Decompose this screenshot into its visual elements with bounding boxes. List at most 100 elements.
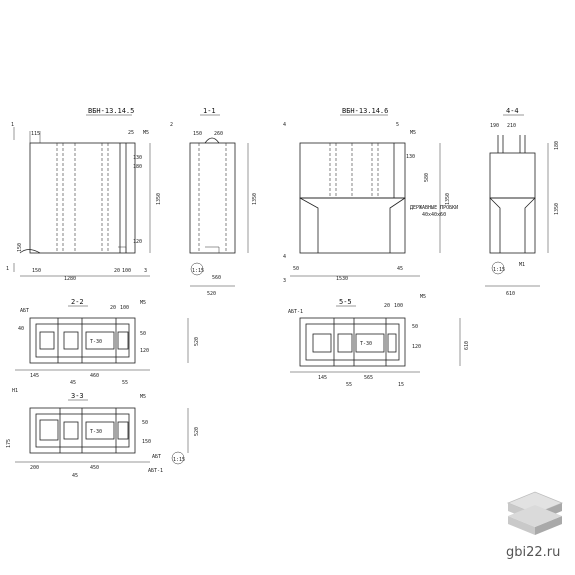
front-top-6 [299,142,406,199]
title-vbn-13-14-5: ВБН-13.14.5 [88,107,134,115]
plan-outline-22 [29,317,136,364]
dim-40-22: 40 [18,326,24,332]
holder-label-2: 40х40х60 [422,212,446,218]
dim-1350-d: 1350 [554,203,560,215]
mark-abt1-55: АБТ-1 [288,309,303,315]
title-vbn-13-14-6: ВБН-13.14.6 [342,107,388,115]
dim-1530: 1530 [336,276,348,282]
view-vbn-13-14-6: ВБН-13.14.6 4 5 М5 130 580 1350 ДЕРЖАВНЫ… [283,107,458,284]
side-bottom-6 [489,197,536,254]
dim-580: 580 [424,173,430,182]
side-body-5 [189,142,236,254]
view-vbn-13-14-5: ВБН-13.14.5 1 1 115 25 М5 130 180 1350 1… [6,107,173,282]
mark-t30-22: Т-30 [90,339,102,345]
cut2-label: 2 [170,122,173,128]
dim-150-33: 150 [142,439,151,445]
front-bottom-6 [299,197,406,254]
dim-45-33: 45 [72,473,78,479]
dim-150-c: 150 [193,131,202,137]
dim-45-22: 45 [70,380,76,386]
dim-145-55: 145 [318,375,327,381]
section-2-2: 2-2 АБТ М5 20 100 Т-30 40 520 50 120 145… [15,298,200,386]
section-3-3: 3-3 Н1 М5 Т-30 175 520 50 150 1:15 АБТ 2… [6,388,200,479]
title-1-1: 1-1 [203,107,216,115]
slope-1-15-c: 1:15 [173,457,185,463]
dim-1350-b: 1350 [252,193,258,205]
dim-115: 115 [31,131,40,137]
dim-1350-a: 1350 [156,193,162,205]
dim-100: 100 [122,268,131,274]
cut4-label-bottom: 4 [283,254,286,260]
front-body-5 [29,142,136,254]
dim-520-b: 520 [194,337,200,346]
cut4-label-top: 4 [283,122,286,128]
dim-100-55: 100 [394,303,403,309]
dim-460: 460 [90,373,99,379]
dim-210: 210 [507,123,516,129]
dim-520-c: 520 [194,427,200,436]
dim-130-b: 130 [406,154,415,160]
cut3-label-front: 3 [144,268,147,274]
cut1-label-top: 1 [11,122,14,128]
dim-150-a: 150 [17,243,23,252]
cut1-label-bottom: 1 [6,266,9,272]
mark-abt1-33: АБТ-1 [148,468,163,474]
dim-200-33: 200 [30,465,39,471]
dim-1280: 1280 [64,276,76,282]
dim-120: 120 [133,239,142,245]
dim-20-55: 20 [384,303,390,309]
slope-symbol-1 [190,262,204,276]
holder-label-1: ДЕРЖАВНЫЕ ПРОБКИ [410,205,458,211]
dim-20: 20 [114,268,120,274]
dim-50: 50 [293,266,299,272]
dim-260: 260 [214,131,223,137]
brand-logo: gbi22.ru [506,491,564,560]
section-1-1: 1-1 150 260 1350 1:15 560 520 [189,107,258,297]
plan-outline-55 [299,317,406,367]
slope-symbol-3 [171,451,185,465]
logo-layer-bottom-top [508,505,562,527]
title-3-3: 3-3 [71,392,84,400]
cut3-label-6: 3 [283,278,286,284]
mark-m5-33: М5 [140,394,146,400]
dim-180: 180 [133,164,142,170]
mark-m1-44: М1 [519,262,525,268]
dim-130: 130 [133,155,142,161]
dim-55-55: 55 [346,382,352,388]
section-4-4: 4-4 190 210 180 1350 1:15 М1 610 [485,107,560,297]
dim-175-33: 175 [6,439,12,448]
mark-t30-33: Т-30 [90,429,102,435]
site-url[interactable]: gbi22.ru [506,545,560,560]
mark-n1: Н1 [12,388,18,394]
dim-520-a: 520 [207,291,216,297]
dim-450: 450 [90,465,99,471]
dim-150-b: 150 [32,268,41,274]
logo-layer-bottom-right [535,516,562,535]
mark-t30-55: Т-30 [360,341,372,347]
mark-abt-33: АБТ [152,454,161,460]
mark-abt-22: АБТ [20,308,29,314]
dim-180-b: 180 [554,141,560,150]
title-5-5: 5-5 [339,298,352,306]
slope-symbol-2 [491,261,505,275]
dim-610-b: 610 [464,341,470,350]
logo-layer-bottom-left [508,516,535,535]
dim-55-22: 55 [122,380,128,386]
plan-outline-33 [29,407,136,454]
slope-1-15-b: 1:15 [493,267,505,273]
dim-120-55: 120 [412,344,421,350]
slope-1-15-a: 1:15 [192,268,204,274]
cut5-label: 5 [396,122,399,128]
dim-15-55: 15 [398,382,404,388]
title-4-4: 4-4 [506,107,519,115]
dim-50-33: 50 [142,420,148,426]
dim-45-6: 45 [397,266,403,272]
dim-1350-c: 1350 [445,193,451,205]
dim-560: 560 [212,275,221,281]
dim-190: 190 [490,123,499,129]
mark-m5-55: М5 [420,294,426,300]
dim-565: 565 [364,375,373,381]
mark-m5-front5: М5 [143,130,149,136]
